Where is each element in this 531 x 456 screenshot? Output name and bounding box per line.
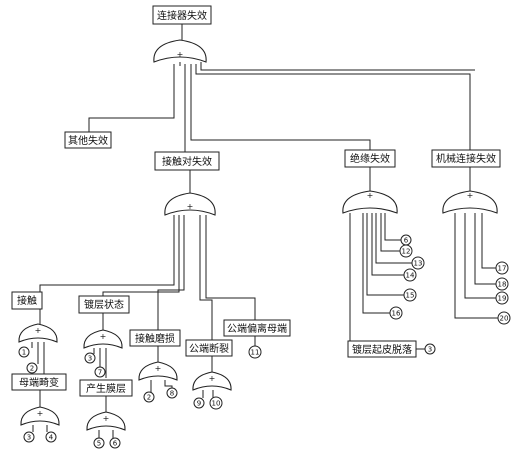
contact-wear-label: 接触磨损 — [135, 332, 175, 345]
basic-event-circle — [143, 391, 155, 403]
coating-peel-label: 镀层起皮脱落 — [352, 343, 412, 356]
other-failure-label: 其他失效 — [68, 134, 108, 147]
top-event-label: 连接器失效 — [157, 9, 207, 22]
mechanical-event: 机械连接失效 — [431, 149, 501, 168]
contact-label: 接触 — [17, 294, 37, 307]
basic-event-circle — [93, 437, 105, 449]
contact-wear-gate-symbol: + — [155, 364, 162, 373]
basic-event-circle — [399, 244, 413, 258]
basic-event-label: 17 — [498, 265, 507, 273]
contact-wear-event: 接触磨损 — [129, 329, 181, 347]
basic-event-circle — [248, 345, 262, 359]
basic-event-label: 6 — [113, 440, 118, 448]
basic-event-label: 3 — [27, 434, 31, 442]
terminal-break-event: 公端断裂 — [185, 339, 233, 357]
contact-pair-event: 接触对失效 — [154, 151, 220, 171]
basic-event-label: 15 — [406, 292, 415, 300]
film-gate-symbol: + — [103, 414, 110, 423]
terminal-break-or-gate — [192, 371, 232, 391]
insulation-event: 绝缘失效 — [344, 149, 396, 168]
contact-pair-label: 接触对失效 — [162, 155, 212, 168]
basic-event-circle — [209, 396, 223, 410]
basic-event-label: 2 — [30, 365, 34, 373]
film-label: 产生膜层 — [86, 382, 126, 395]
coating-state-or-gate — [83, 329, 123, 349]
basic-event-label: 5 — [97, 440, 101, 448]
basic-event-circle — [495, 291, 509, 305]
terminal-off-event: 公端偏离母端 — [223, 319, 291, 337]
basic-event-label: 20 — [500, 315, 509, 323]
basic-event-label: 19 — [498, 295, 507, 303]
basic-event-label: 10 — [212, 400, 221, 408]
insulation-label: 绝缘失效 — [350, 152, 390, 165]
basic-event-circle — [193, 397, 205, 409]
basic-event-label: 8 — [170, 390, 174, 398]
top-gate-symbol: + — [177, 50, 184, 59]
terminal-break-label: 公端断裂 — [189, 342, 229, 355]
coating-peel-event: 镀层起皮脱落 — [347, 340, 417, 358]
mechanical-label: 机械连接失效 — [436, 152, 496, 165]
basic-event-label: 7 — [98, 369, 102, 377]
basic-event-circle — [495, 277, 509, 291]
basic-event-label: 9 — [197, 400, 201, 408]
female-deform-event: 母端畸变 — [11, 373, 67, 391]
basic-event-circle — [26, 362, 38, 374]
basic-event-label: 4 — [49, 434, 54, 442]
film-event: 产生膜层 — [79, 379, 133, 397]
top-or-gate — [153, 39, 207, 63]
basic-event-circle — [23, 431, 35, 443]
female-deform-or-gate — [20, 406, 60, 426]
film-or-gate — [86, 411, 126, 431]
female-deform-gate-symbol: + — [37, 409, 44, 418]
connection-lines — [31, 24, 498, 438]
basic-event-label: 13 — [414, 260, 423, 268]
coating-state-label: 镀层状态 — [84, 298, 124, 311]
basic-event-circle — [166, 387, 178, 399]
basic-event-circle — [403, 288, 417, 302]
coating-state-gate-symbol: + — [100, 332, 107, 341]
insulation-gate-symbol: + — [367, 191, 374, 200]
basic-event-circle — [403, 268, 417, 282]
other-failure-event: 其他失效 — [64, 131, 112, 149]
contact-event: 接触 — [11, 291, 43, 310]
contact-pair-gate-symbol: + — [187, 202, 194, 211]
top-event: 连接器失效 — [152, 5, 212, 25]
contact-gate-symbol: + — [35, 326, 42, 335]
basic-event-circle — [84, 352, 96, 364]
contact-or-gate — [18, 323, 58, 343]
or-gates: + + + + + + + + + + — [18, 39, 498, 431]
basic-event-circle — [94, 366, 106, 378]
basic-event-circle — [389, 306, 403, 320]
terminal-break-gate-symbol: + — [209, 374, 216, 383]
basic-event-label: 1 — [22, 349, 26, 357]
basic-event-label: 12 — [402, 248, 411, 256]
basic-event-label: 3 — [88, 355, 92, 363]
coating-state-event: 镀层状态 — [78, 295, 130, 314]
basic-event-circle — [497, 311, 511, 325]
basic-event-label: 16 — [392, 310, 401, 318]
mechanical-or-gate — [442, 190, 498, 214]
terminal-off-label: 公端偏离母端 — [227, 322, 287, 335]
mechanical-gate-symbol: + — [467, 191, 474, 200]
contact-pair-or-gate — [164, 192, 216, 216]
female-deform-label: 母端畸变 — [19, 376, 59, 389]
basic-event-circle — [18, 346, 30, 358]
contact-wear-or-gate — [138, 361, 178, 381]
basic-events: 1 2 3 4 3 7 5 6 2 8 9 10 11 6 12 — [18, 234, 511, 449]
basic-event-circle — [45, 431, 57, 443]
basic-event-label: 11 — [251, 349, 260, 357]
basic-event-label: 3 — [428, 346, 432, 354]
basic-event-label: 18 — [498, 281, 507, 289]
event-boxes: 连接器失效 其他失效 接触对失效 绝缘失效 机械连接失效 接触 镀层状态 接触 — [11, 5, 501, 397]
basic-event-circle — [424, 343, 436, 355]
insulation-or-gate — [342, 190, 398, 214]
basic-event-label: 6 — [404, 237, 409, 245]
basic-event-circle — [109, 437, 121, 449]
basic-event-label: 14 — [406, 272, 415, 280]
basic-event-circle — [411, 256, 425, 270]
basic-event-circle — [495, 261, 509, 275]
basic-event-label: 2 — [147, 394, 151, 402]
